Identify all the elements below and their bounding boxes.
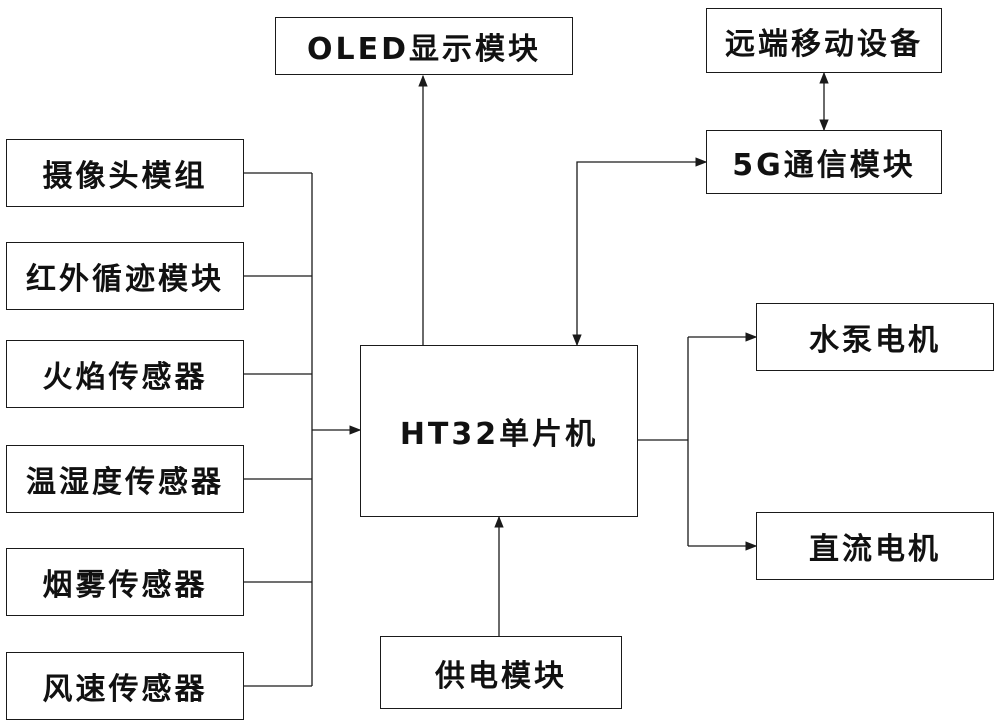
temp-humidity-sensor: 温湿度传感器 [6, 445, 244, 513]
smoke-sensor: 烟雾传感器 [6, 548, 244, 616]
water-pump-motor: 水泵电机 [756, 303, 994, 371]
5g-communication-module-label: 5G通信模块 [732, 148, 916, 183]
wind-speed-sensor: 风速传感器 [6, 652, 244, 720]
temp-humidity-sensor-label: 温湿度传感器 [26, 465, 224, 500]
smoke-sensor-label: 烟雾传感器 [42, 568, 208, 603]
remote-mobile-device: 远端移动设备 [706, 8, 942, 73]
oled-display-module-label: OLED显示模块 [306, 32, 541, 67]
water-pump-motor-label: 水泵电机 [809, 323, 941, 358]
flame-sensor: 火焰传感器 [6, 340, 244, 408]
remote-mobile-device-label: 远端移动设备 [725, 26, 923, 62]
dc-motor-label: 直流电机 [809, 532, 941, 567]
power-supply-module: 供电模块 [380, 636, 622, 709]
infrared-tracking-module-label: 红外循迹模块 [26, 262, 224, 297]
infrared-tracking-module: 红外循迹模块 [6, 242, 244, 310]
wind-speed-sensor-label: 风速传感器 [42, 672, 208, 707]
power-supply-module-label: 供电模块 [435, 658, 567, 694]
ht32-mcu: HT32单片机 [360, 345, 638, 517]
ht32-mcu-label: HT32单片机 [399, 417, 599, 452]
dc-motor: 直流电机 [756, 512, 994, 580]
5g-communication-module: 5G通信模块 [706, 130, 942, 194]
arrow-mcu-5g-bidirectional [572, 157, 708, 347]
flame-sensor-label: 火焰传感器 [42, 360, 208, 395]
camera-module: 摄像头模组 [6, 139, 244, 207]
camera-module-label: 摄像头模组 [42, 159, 208, 194]
oled-display-module: OLED显示模块 [275, 17, 573, 75]
